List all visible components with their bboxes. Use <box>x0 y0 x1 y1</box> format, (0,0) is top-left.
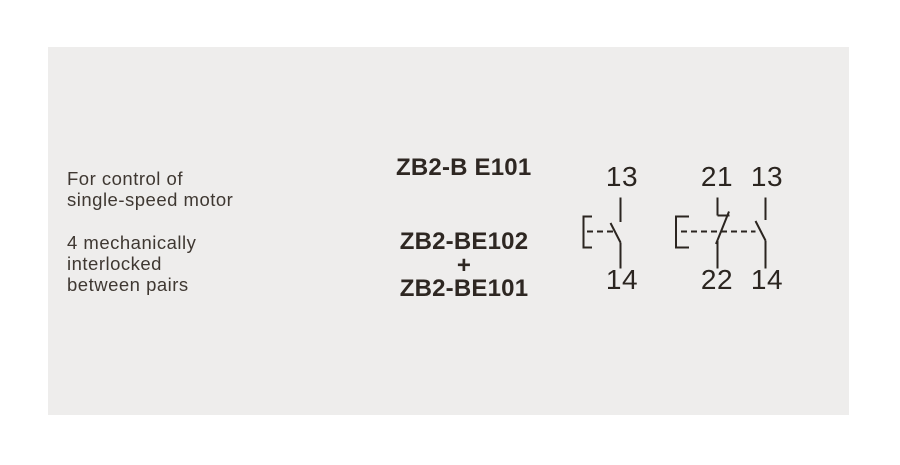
terminal-number-pair-13: 13 <box>750 161 784 192</box>
reference-pair-top: ZB2-BE102 <box>399 228 529 255</box>
reference-pair-plus: + <box>456 251 472 279</box>
reference-pair-bottom: ZB2-BE101 <box>399 275 529 302</box>
description-paragraph-usage: For control of single-speed motor <box>67 168 234 210</box>
reference-label-single: ZB2-B E101 <box>396 154 532 181</box>
description-paragraph-interlock: 4 mechanically interlocked between pairs <box>67 232 197 295</box>
terminal-number-single-14: 14 <box>605 264 639 295</box>
terminal-number-single-13: 13 <box>605 161 639 192</box>
terminal-number-pair-21: 21 <box>700 161 734 192</box>
terminal-number-pair-14: 14 <box>750 264 784 295</box>
reference-label-pair: ZB2-BE102 + ZB2-BE101 <box>393 230 535 301</box>
description-block: For control of single-speed motor 4 mech… <box>67 168 297 295</box>
terminal-number-pair-22: 22 <box>700 264 734 295</box>
